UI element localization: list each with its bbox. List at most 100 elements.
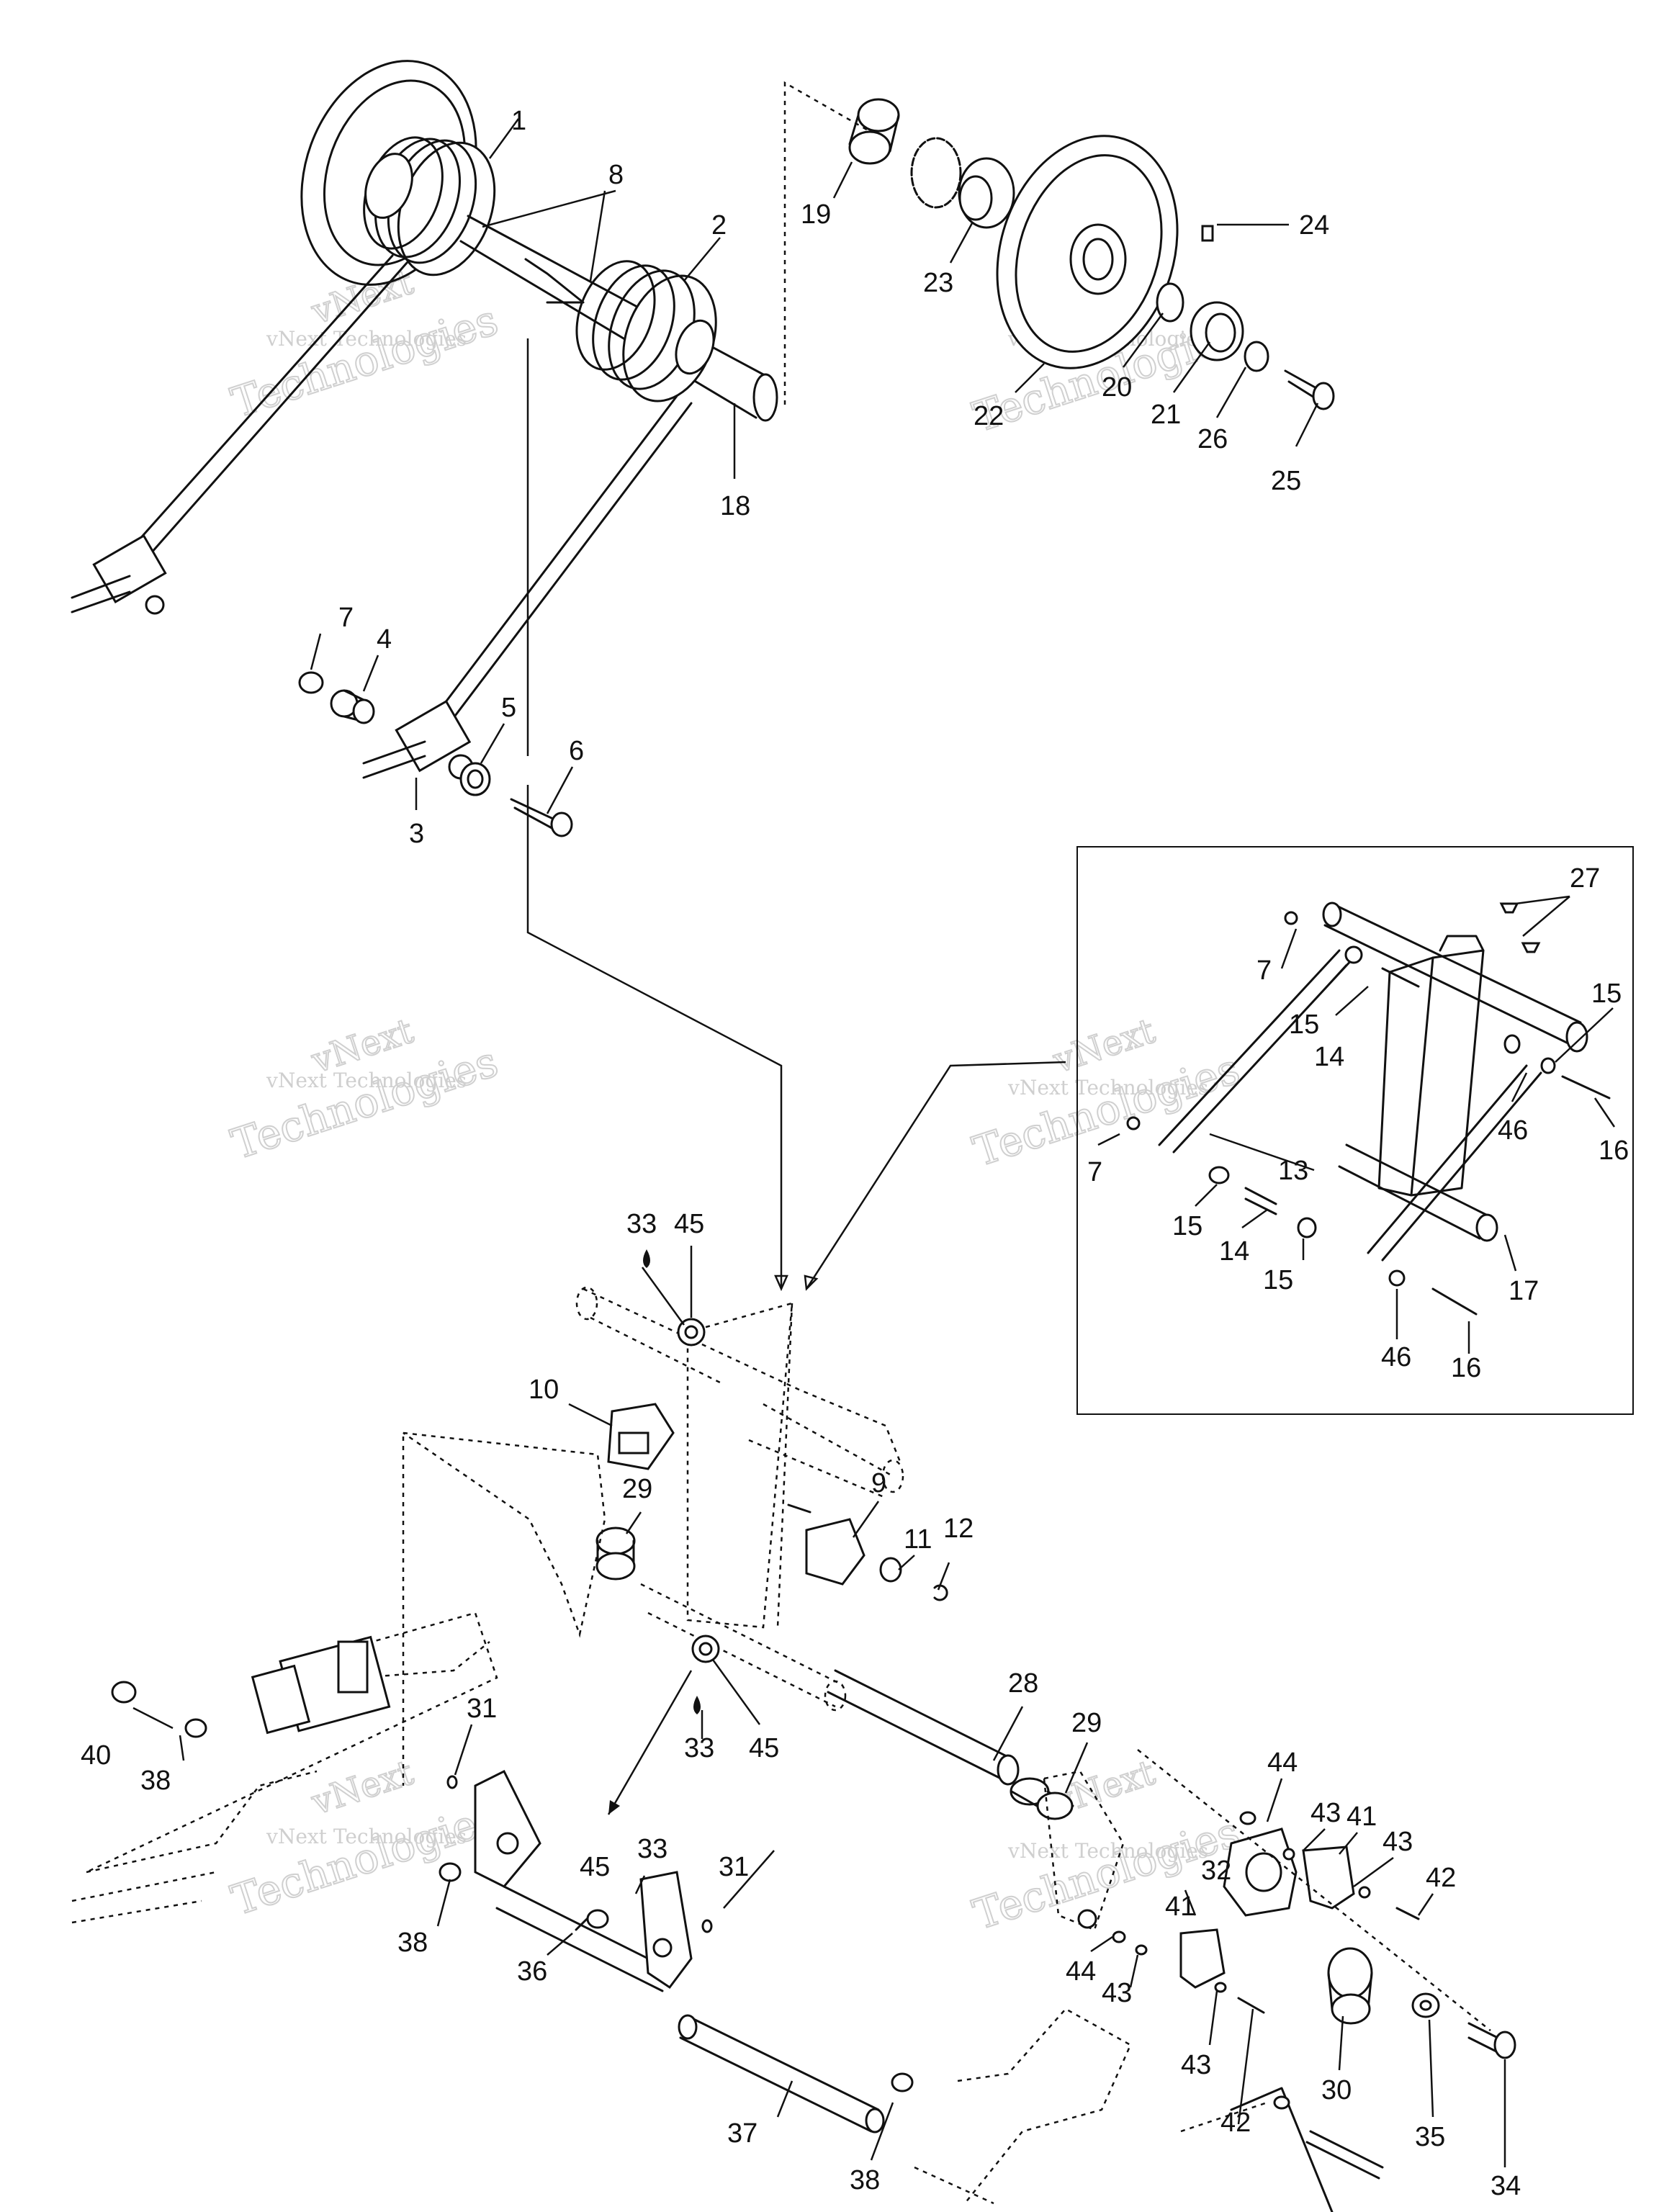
callout-45-mid: 45 [749, 1733, 779, 1763]
circlip-ring [910, 137, 962, 209]
bolt-6 [510, 798, 573, 837]
callout-36: 36 [517, 1956, 547, 1987]
bottom-rail-dotted [914, 2008, 1384, 2212]
callout-5: 5 [501, 693, 516, 723]
callout-8: 8 [608, 160, 624, 190]
callout-24: 24 [1299, 210, 1329, 240]
callout-33-lower: 33 [637, 1834, 667, 1864]
callout-41-a: 41 [1346, 1802, 1377, 1832]
callout-32: 32 [1201, 1856, 1231, 1886]
callout-1: 1 [511, 106, 526, 136]
callout-44-a: 44 [1267, 1748, 1298, 1778]
callout-30: 30 [1321, 2075, 1352, 2105]
callout-31-a: 31 [467, 1694, 497, 1724]
callout-38-b: 38 [397, 1928, 428, 1958]
watermark-mid-right: vNext vNext Technologies Technologies [966, 1010, 1246, 1177]
callout-23: 23 [923, 268, 953, 298]
pivot-bracket-9 [787, 1503, 866, 1586]
callout-13: 13 [1278, 1156, 1308, 1186]
spring-leg-right [362, 395, 693, 780]
callout-3: 3 [409, 819, 424, 849]
callout-29-upper: 29 [622, 1474, 652, 1504]
callout-40: 40 [81, 1740, 111, 1771]
bolt-25 [1284, 369, 1335, 410]
callout-14-inset-b: 14 [1219, 1236, 1249, 1267]
callout-45-upper: 45 [674, 1209, 704, 1239]
callout-9: 9 [871, 1468, 886, 1498]
callout-38-a: 38 [140, 1766, 171, 1796]
callout-labels: 1 8 2 18 19 23 24 22 20 21 26 25 7 4 5 6… [81, 106, 1629, 2201]
callout-17: 17 [1509, 1276, 1539, 1306]
washer-11 [879, 1557, 902, 1583]
callout-16-inset-b: 16 [1451, 1353, 1481, 1383]
svg-text:vNext Technologies: vNext Technologies [266, 1825, 467, 1848]
svg-text:vNext Technologies: vNext Technologies [266, 1069, 467, 1092]
callout-18: 18 [720, 491, 750, 521]
bearing-23 [958, 157, 1015, 229]
callout-31-b: 31 [719, 1852, 749, 1882]
callout-33-upper: 33 [626, 1209, 657, 1239]
bushing-29-upper [595, 1527, 636, 1581]
shaft-28 [827, 1669, 1020, 1786]
pivot-bracket-10 [607, 1403, 675, 1470]
set-screw-24 [1201, 225, 1214, 242]
left-rail-dotted [71, 1431, 606, 1924]
callout-45-lower: 45 [580, 1852, 610, 1882]
grease-fitting-33-lower [691, 1635, 720, 1714]
grease-fitting-33-upper [643, 1249, 706, 1346]
callout-41-b: 41 [1165, 1892, 1195, 1922]
callout-43-b: 43 [1382, 1827, 1413, 1857]
center-shaft [459, 215, 778, 422]
axle-37 [678, 2014, 885, 2134]
callout-7-inset-a: 7 [1256, 956, 1272, 986]
slide-frame-dotted [575, 1286, 904, 1712]
assembly-reference-lines [526, 338, 1066, 1292]
callout-25: 25 [1271, 466, 1301, 496]
watermark-bottom-left: vNext vNext Technologies Technologies [225, 1752, 504, 1926]
callout-38-c: 38 [850, 2165, 880, 2195]
watermark-mid-left: vNext vNext Technologies Technologies [225, 1010, 504, 1170]
callout-46-inset-a: 46 [1498, 1115, 1528, 1146]
callout-35: 35 [1415, 2122, 1445, 2152]
fitting-45-lower [586, 1909, 609, 1929]
svg-text:vNext Technologies: vNext Technologies [266, 327, 467, 351]
callout-27: 27 [1570, 863, 1600, 894]
inset-detail-box [1076, 846, 1634, 1415]
svg-text:vNext Technologies: vNext Technologies [1007, 1839, 1208, 1863]
callout-leaders [132, 118, 1616, 2167]
spring-leg-left [71, 254, 408, 615]
bushing-19 [848, 98, 900, 165]
nut-7-top [298, 671, 324, 694]
spacer-20-21 [1156, 282, 1244, 361]
callout-46-inset-b: 46 [1381, 1342, 1411, 1372]
callout-42-a: 42 [1426, 1863, 1456, 1893]
callout-7-top: 7 [338, 603, 354, 633]
callout-44-b: 44 [1066, 1956, 1096, 1987]
callout-7-inset-b: 7 [1087, 1157, 1102, 1187]
svg-text:Technologies: Technologies [225, 1793, 503, 1925]
svg-text:vNext: vNext [306, 262, 418, 333]
callout-14-inset-a: 14 [1314, 1042, 1344, 1072]
nut-40-washer-38 [111, 1681, 914, 2092]
spring-coil-1 [363, 136, 496, 276]
callout-10: 10 [529, 1375, 559, 1405]
callout-16-inset-a: 16 [1599, 1136, 1629, 1166]
svg-text:vNext: vNext [306, 1753, 418, 1823]
callout-22: 22 [974, 401, 1004, 431]
washer-26 [1244, 341, 1269, 372]
callout-6: 6 [569, 736, 584, 766]
callout-43-a: 43 [1310, 1798, 1341, 1828]
spring-coil-2 [575, 260, 717, 403]
svg-text:vNext Technologies: vNext Technologies [1007, 1076, 1208, 1100]
callout-15-inset-c: 15 [1172, 1211, 1202, 1241]
clip-12 [933, 1584, 948, 1601]
shock-mount-assembly [1043, 1749, 1516, 2059]
callout-43-d: 43 [1181, 2050, 1211, 2080]
pin-31 [446, 1775, 713, 1933]
callout-12: 12 [943, 1514, 974, 1544]
spacer-4 [330, 689, 375, 724]
callout-19: 19 [801, 199, 831, 230]
rocker-arm-36 [474, 1769, 693, 1992]
washer-5 [459, 762, 491, 796]
